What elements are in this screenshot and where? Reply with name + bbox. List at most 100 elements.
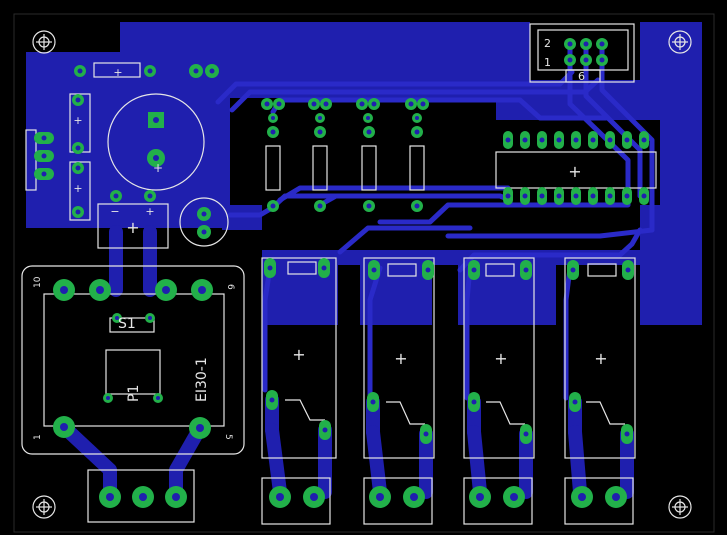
pad-drill: [471, 399, 477, 405]
svg-text:+: +: [145, 205, 154, 218]
pad-drill: [317, 203, 323, 209]
pad-drill: [271, 116, 275, 120]
mounting-hole-bottom-left: [32, 495, 56, 519]
mounting-holes: [32, 30, 692, 519]
mounting-hole-bottom-right: [668, 495, 692, 519]
pad-drill: [607, 193, 613, 199]
switch-name-label: S1: [118, 316, 136, 332]
pad-drill: [311, 101, 317, 107]
resistor-top-outline: [93, 62, 141, 78]
pad-drill: [196, 424, 204, 432]
svg-text:+: +: [594, 349, 607, 368]
svg-text:+: +: [73, 114, 82, 127]
pad-drill: [414, 203, 420, 209]
svg-text:+: +: [113, 66, 122, 79]
svg-text:+: +: [494, 349, 507, 368]
terminal-block-main: [87, 469, 195, 523]
pad-drill: [172, 493, 180, 501]
pad-drill: [425, 267, 431, 273]
pad-drill: [96, 286, 104, 294]
pad-drill: [60, 423, 68, 431]
pad-drill: [193, 68, 199, 74]
pad-drill: [153, 117, 159, 123]
pad-drill: [641, 137, 647, 143]
pad-drill: [147, 68, 153, 74]
pad-drill: [75, 165, 81, 171]
svg-text:+: +: [394, 349, 407, 368]
pad-drill: [471, 267, 477, 273]
svg-text:−: −: [110, 205, 119, 218]
pad-drill: [423, 431, 429, 437]
pad-drill: [147, 193, 153, 199]
pad-drill: [310, 493, 318, 501]
bridge-rectifier-outline: [97, 203, 169, 249]
small-capacitor-outline: [179, 197, 229, 247]
pad-drill: [408, 101, 414, 107]
svg-text:+: +: [73, 182, 82, 195]
connector-pin1-label: 1: [544, 56, 551, 69]
pad-drill: [41, 171, 47, 177]
pad-drill: [523, 431, 529, 437]
relay-3-outline: [463, 257, 535, 459]
pads: [34, 38, 649, 508]
transformer-pin6-label: 6: [225, 284, 235, 290]
pad-drill: [476, 493, 484, 501]
pad-drill: [201, 211, 207, 217]
relay-4-outline: [564, 257, 636, 459]
pad-drill: [583, 41, 589, 47]
pad-drill: [510, 493, 518, 501]
fuse-name-label: P1: [126, 385, 142, 402]
silkscreen: [21, 23, 657, 525]
pad-drill: [539, 137, 545, 143]
keepout-area-top: [230, 98, 660, 250]
pad-drill: [276, 101, 282, 107]
relay-1-outline: [261, 257, 337, 459]
pad-drill: [371, 101, 377, 107]
pad-drill: [624, 137, 630, 143]
pad-drill: [139, 493, 147, 501]
pad-drill: [590, 193, 596, 199]
pad-drill: [366, 129, 372, 135]
pad-drill: [410, 493, 418, 501]
pad-drill: [317, 129, 323, 135]
pad-drill: [60, 286, 68, 294]
pad-drill: [318, 116, 322, 120]
pad-drill: [75, 97, 81, 103]
pad-drill: [75, 209, 81, 215]
pad-drill: [573, 193, 579, 199]
pad-drill: [578, 493, 586, 501]
pad-drill: [415, 116, 419, 120]
pad-drill: [370, 399, 376, 405]
pad-drill: [539, 193, 545, 199]
relay-2-outline: [363, 257, 435, 459]
pad-drill: [106, 396, 110, 400]
pad-drill: [607, 137, 613, 143]
pad-drill: [75, 145, 81, 151]
connector-pin6-label: 6: [578, 70, 585, 83]
svg-text:+: +: [126, 218, 139, 237]
board-outline: [13, 13, 715, 533]
pad-drill: [322, 427, 328, 433]
plus-markers: + + + + + + + + + + + −: [73, 66, 607, 368]
pad-drill: [269, 397, 275, 403]
pad-drill: [624, 431, 630, 437]
pad-drill: [624, 193, 630, 199]
pad-drill: [115, 316, 119, 320]
pad-drill: [523, 267, 529, 273]
pad-drill: [599, 57, 605, 63]
connector-pin2-label: 2: [544, 37, 551, 50]
pad-drill: [567, 41, 573, 47]
transformer-name-label: EI30-1: [194, 357, 210, 402]
pad-drill: [156, 396, 160, 400]
mounting-hole-top-left: [32, 30, 56, 54]
pad-drill: [522, 137, 528, 143]
pad-drill: [625, 267, 631, 273]
svg-text:+: +: [568, 162, 581, 181]
pad-drill: [113, 193, 119, 199]
pad-drill: [556, 137, 562, 143]
pad-drill: [414, 129, 420, 135]
transformer-pin1-label: 1: [33, 434, 43, 440]
pad-drill: [505, 193, 511, 199]
pad-drill: [420, 101, 426, 107]
